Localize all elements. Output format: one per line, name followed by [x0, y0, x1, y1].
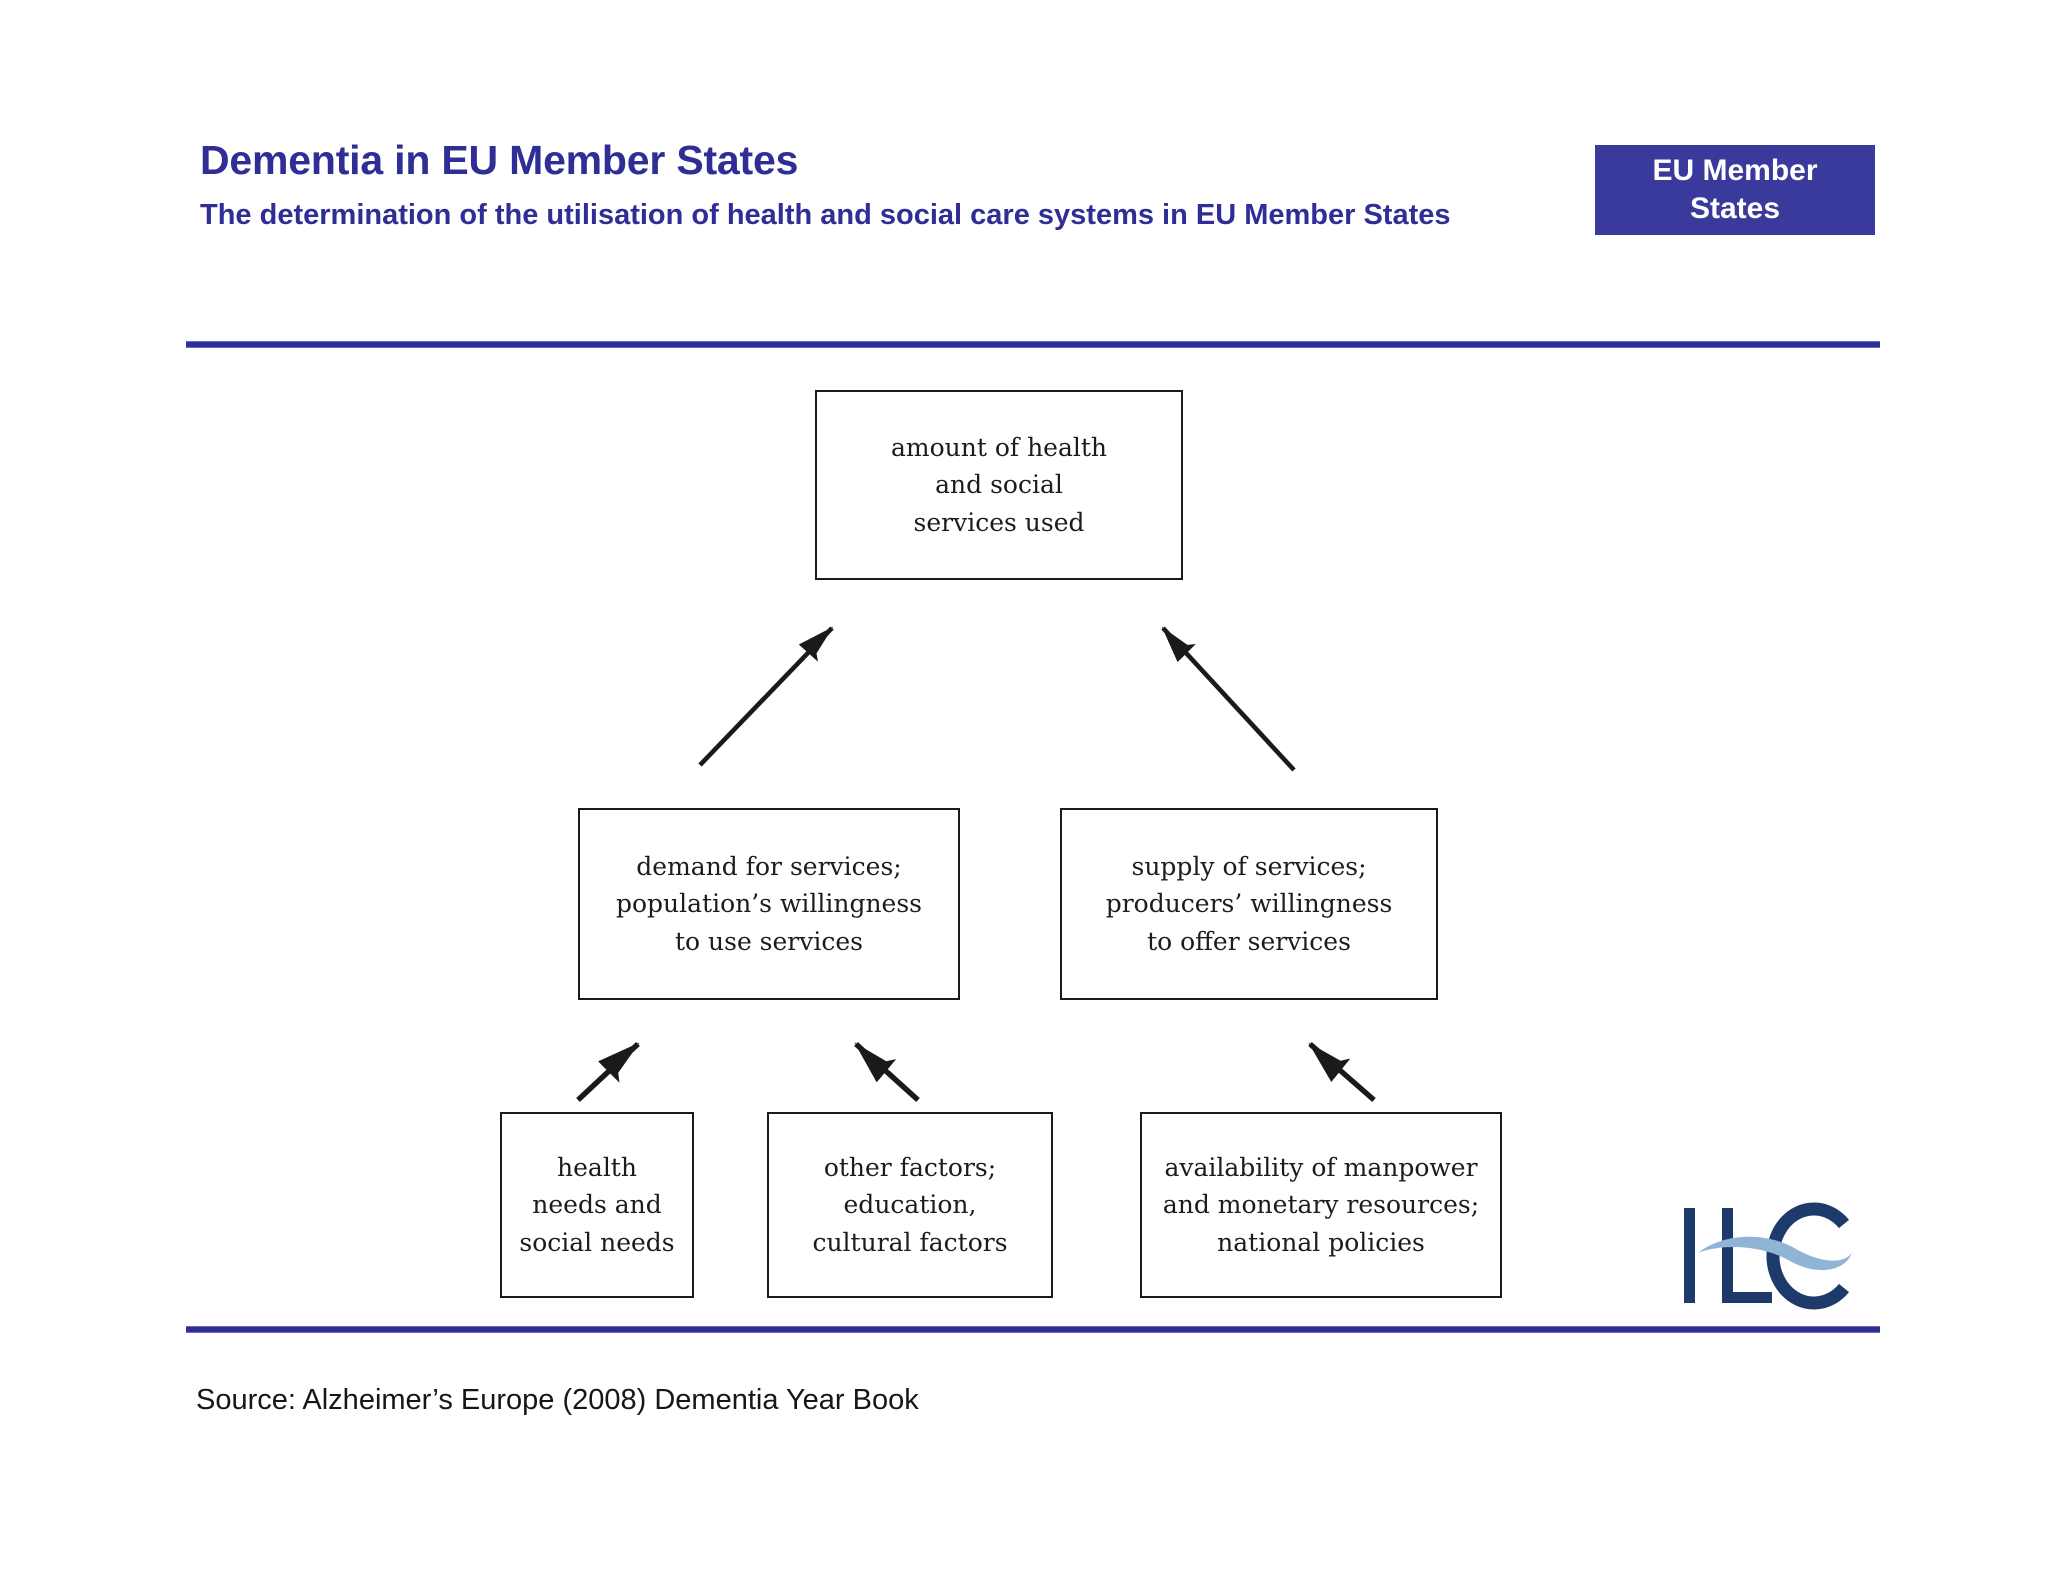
node-demand-line-1: demand for services; [636, 851, 902, 881]
node-outcome-line-3: services used [913, 507, 1085, 537]
arrow-supply-to-outcome [1161, 626, 1296, 772]
diagram-node-other-factors: other factors; education, cultural facto… [767, 1112, 1053, 1298]
arrow-demand-to-outcome [698, 626, 834, 767]
node-outcome-line-1: amount of health [890, 432, 1108, 462]
page-title: Dementia in EU Member States [200, 137, 799, 183]
section-badge-line-2: States [1689, 192, 1781, 225]
node-supply-line-2: producers’ willingness [1105, 889, 1393, 919]
node-resources-line-1: availability of manpower [1164, 1152, 1478, 1182]
node-demand-line-3: to use services [674, 926, 864, 956]
diagram-node-outcome: amount of health and social services use… [815, 390, 1183, 580]
diagram-node-health-needs: health needs and social needs [500, 1112, 694, 1298]
node-resources-line-3: national policies [1217, 1227, 1425, 1257]
node-needs-line-1: health [557, 1152, 637, 1182]
node-needs-line-3: social needs [519, 1227, 675, 1257]
node-resources-line-2: and monetary resources; [1162, 1190, 1480, 1220]
diagram-node-resources: availability of manpower and monetary re… [1140, 1112, 1502, 1298]
node-other-line-2: education, [843, 1190, 977, 1220]
diagram-node-demand: demand for services; population’s willin… [578, 808, 960, 1000]
node-needs-line-2: needs and [532, 1190, 662, 1220]
header-divider-rule [186, 341, 1880, 348]
arrow-needs-to-demand [576, 1042, 640, 1102]
node-other-line-1: other factors; [823, 1152, 997, 1182]
arrow-resources-to-supply [1308, 1041, 1376, 1103]
footer-divider-rule [186, 1326, 1880, 1333]
ilc-logo [1684, 1202, 1852, 1310]
arrow-other-to-demand [854, 1041, 920, 1103]
node-supply-line-1: supply of services; [1131, 851, 1367, 881]
page-subtitle: The determination of the utilisation of … [200, 199, 1451, 231]
section-badge: EU Member States [1595, 145, 1875, 235]
node-other-line-3: cultural factors [812, 1227, 1008, 1257]
node-outcome-line-2: and social [935, 470, 1063, 500]
section-badge-line-1: EU Member [1652, 153, 1818, 187]
node-supply-line-3: to offer services [1147, 926, 1351, 956]
node-demand-line-2: population’s willingness [615, 889, 923, 919]
diagram-node-supply: supply of services; producers’ willingne… [1060, 808, 1438, 1000]
source-note: Source: Alzheimer’s Europe (2008) Dement… [196, 1384, 919, 1416]
